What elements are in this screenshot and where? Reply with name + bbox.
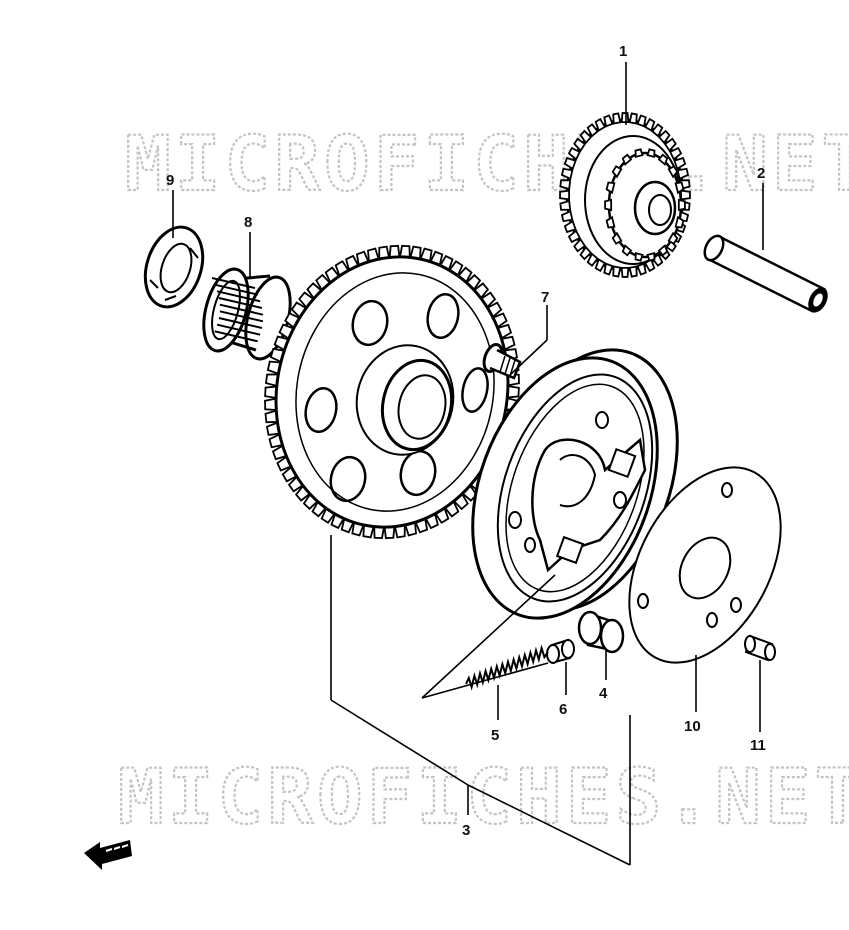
part-7-bolt [482, 343, 522, 380]
callout-6: 6 [559, 701, 567, 718]
front-direction-arrow-icon [84, 840, 132, 870]
callout-7: 7 [541, 289, 549, 306]
callout-3: 3 [462, 822, 470, 839]
part-10-plate [628, 466, 782, 664]
part-1-idle-gear [559, 112, 691, 278]
callout-8: 8 [244, 214, 252, 231]
callout-11: 11 [750, 737, 766, 754]
part-11-pin [744, 634, 776, 662]
callout-4: 4 [599, 685, 608, 702]
watermark-top: MICROFICHES.NET [125, 119, 849, 208]
part-3-clutch-housing [471, 348, 679, 620]
watermark-bottom: MICROFICHES.NET [118, 752, 849, 841]
leader-lines [172, 62, 764, 866]
callout-1: 1 [619, 43, 627, 60]
part-5-spring [465, 644, 549, 691]
callout-labels: 1 2 3 4 5 6 7 8 9 10 11 [166, 43, 766, 839]
part-2-shaft [703, 234, 828, 313]
part-3-starter-driven-gear [264, 244, 520, 540]
part-6-plunger [546, 638, 575, 664]
callout-5: 5 [491, 727, 499, 744]
part-4-roller [577, 610, 625, 654]
callout-9: 9 [166, 172, 174, 189]
part-9-washer [143, 225, 205, 309]
callout-10: 10 [684, 718, 701, 735]
callout-2: 2 [757, 165, 765, 182]
